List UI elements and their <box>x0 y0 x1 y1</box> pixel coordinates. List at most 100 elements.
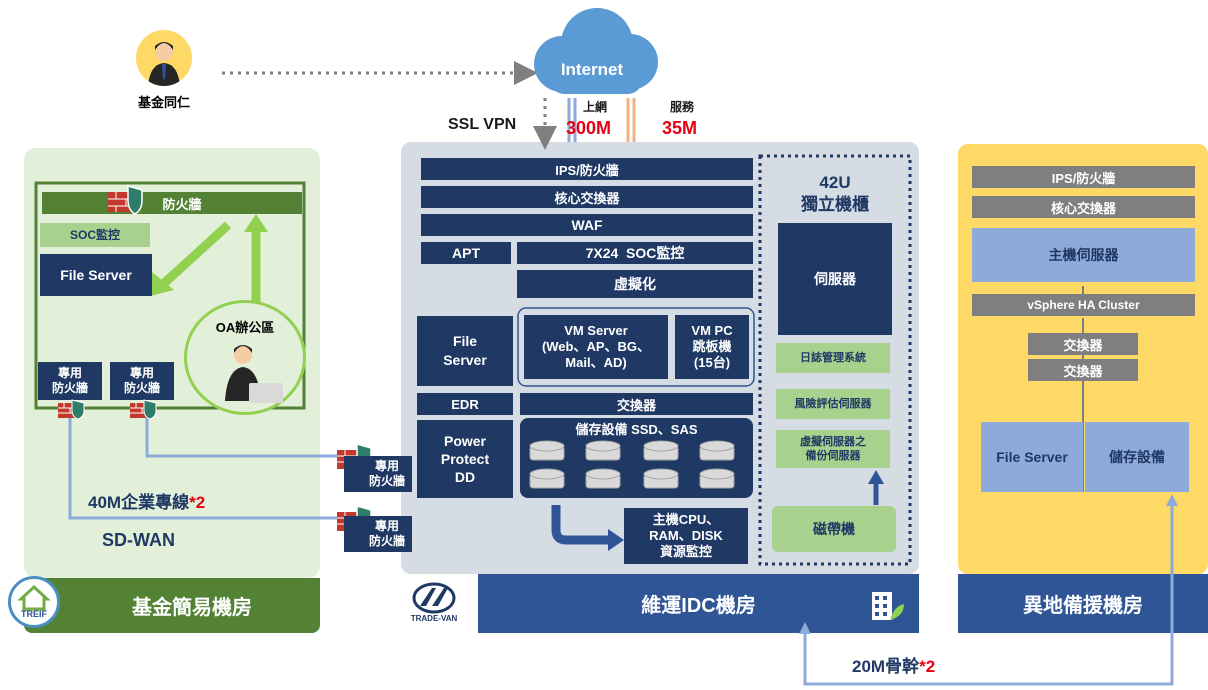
rack-tape-box: 磁帶機 <box>772 506 896 552</box>
idc-monitor-box: 主機CPU、 RAM、DISK 資源監控 <box>624 508 748 564</box>
dr-storage-label: 儲存設備 <box>1109 449 1165 465</box>
person-icon <box>148 42 180 86</box>
backbone-label: 20M骨幹*2 <box>852 652 935 677</box>
dr-storage-box: 儲存設備 <box>1085 422 1189 492</box>
service-label: 服務 <box>669 100 694 114</box>
dr-host-server-label: 主機伺服器 <box>1048 247 1119 263</box>
mid-dedicated-fw-b-label: 專用 防火牆 <box>368 519 405 548</box>
internet-label: Internet <box>560 60 624 79</box>
oa-label: OA辦公區 <box>215 320 275 335</box>
rack-backup-server: 虛擬伺服器之 備份伺服器 <box>776 430 890 468</box>
dr-switch-2: 交換器 <box>1028 359 1138 381</box>
idc-vm-server-label: VM Server (Web、AP、BG、 Mail、AD) <box>541 323 651 370</box>
leased-line-label: 40M企業專線*2 <box>88 488 205 513</box>
dr-footer: 異地備援機房 <box>958 574 1208 633</box>
oa-office-circle: OA辦公區 <box>184 300 306 415</box>
building-icon <box>866 584 906 624</box>
idc-monitor-label: 主機CPU、 RAM、DISK 資源監控 <box>649 512 723 559</box>
idc-virtualization-box: 虛擬化 <box>517 270 753 298</box>
treif-logo-text: TREIF <box>21 609 47 619</box>
firewall-icon <box>108 185 143 215</box>
ssl-vpn-label: SSL VPN <box>448 116 517 133</box>
leased-line-text: 40M企業專線 <box>88 493 190 512</box>
rack-title: 42U 獨立機櫃 <box>801 173 869 214</box>
left-fw-icon-1 <box>58 398 88 420</box>
idc-soc-label: 7X24 SOC監控 <box>585 245 685 261</box>
internet-cloud: Internet <box>522 6 662 98</box>
idc-core-switch-bar: 核心交換器 <box>421 186 753 208</box>
idc-ips-bar: IPS/防火牆 <box>421 158 753 180</box>
dr-switch-1-label: 交換器 <box>1063 337 1103 353</box>
left-soc-box: SOC監控 <box>40 223 150 247</box>
idc-waf-bar: WAF <box>421 214 753 236</box>
firewall-icon <box>130 399 157 420</box>
left-firewall-label: 防火牆 <box>162 196 202 212</box>
dr-ips-label: IPS/防火牆 <box>1051 170 1116 186</box>
backbone-mult: *2 <box>919 657 936 676</box>
dr-switch-2-label: 交換器 <box>1063 363 1103 379</box>
disk-array-icon <box>529 440 735 489</box>
idc-vm-pc-box: VM PC 跳板機 (15台) <box>675 315 749 379</box>
idc-vm-server-box: VM Server (Web、AP、BG、 Mail、AD) <box>524 315 668 379</box>
office-worker-icon <box>225 345 283 403</box>
backbone-text: 20M骨幹 <box>852 657 920 676</box>
service-value: 35M <box>662 118 698 138</box>
tradevan-logo-icon <box>412 582 456 614</box>
mid-dedicated-fw-b: 專用 防火牆 <box>344 516 412 552</box>
dr-core-switch-label: 核心交換器 <box>1050 200 1116 216</box>
dr-host-server-box: 主機伺服器 <box>972 228 1195 282</box>
uplink-value: 300M <box>566 118 612 138</box>
left-firewall-icon <box>106 184 146 216</box>
idc-edr-label: EDR <box>451 396 479 412</box>
left-fw-icon-2 <box>130 398 160 420</box>
treif-logo: TREIF <box>8 576 60 628</box>
rack-server-label: 伺服器 <box>814 271 856 287</box>
tradevan-logo-text: TRADE-VAN <box>410 614 458 623</box>
dr-core-switch-bar: 核心交換器 <box>972 196 1195 218</box>
building-eco-icon <box>872 592 904 620</box>
dr-vsphere-bar: vSphere HA Cluster <box>972 294 1195 316</box>
firewall-icon <box>58 399 85 420</box>
idc-edr-box: EDR <box>417 393 513 415</box>
rack-tape-label: 磁帶機 <box>813 521 855 537</box>
left-room-footer: 基金簡易機房 <box>24 578 320 633</box>
idc-file-server-label: File Server <box>443 333 487 368</box>
rack-backup-server-label: 虛擬伺服器之 備份伺服器 <box>800 436 866 462</box>
left-room-title: 基金簡易機房 <box>132 597 252 619</box>
idc-switch-label: 交換器 <box>616 397 656 413</box>
idc-storage-label: 儲存設備 SSD、SAS <box>575 422 698 437</box>
idc-apt-label: APT <box>452 245 480 261</box>
cloud-icon <box>534 8 658 94</box>
idc-vm-pc-label: VM PC 跳板機 (15台) <box>691 323 733 370</box>
rack-risk-server: 風險評估伺服器 <box>776 389 890 419</box>
mid-dedicated-fw-a: 專用 防火牆 <box>344 456 412 492</box>
idc-waf-label: WAF <box>571 217 603 233</box>
idc-apt-box: APT <box>421 242 511 264</box>
idc-title: 維運IDC機房 <box>641 595 756 617</box>
dr-switch-1: 交換器 <box>1028 333 1138 355</box>
dr-title: 異地備援機房 <box>1023 595 1143 617</box>
left-dedicated-fw-1-label: 專用 防火牆 <box>51 366 88 395</box>
tradevan-logo: TRADE-VAN <box>404 580 464 626</box>
mid-dedicated-fw-a-label: 專用 防火牆 <box>368 459 405 488</box>
left-dedicated-fw-2: 專用 防火牆 <box>110 362 174 400</box>
idc-soc-box: 7X24 SOC監控 <box>517 242 753 264</box>
rack-log-system: 日誌管理系統 <box>776 343 890 373</box>
idc-virtualization-label: 虛擬化 <box>614 276 656 292</box>
left-file-server-label: File Server <box>60 267 132 283</box>
idc-file-server-box: File Server <box>417 316 513 386</box>
idc-ips-label: IPS/防火牆 <box>555 162 619 178</box>
rack-log-system-label: 日誌管理系統 <box>800 352 866 364</box>
left-dedicated-fw-1: 專用 防火牆 <box>38 362 102 400</box>
user-avatar <box>136 30 192 86</box>
left-firewall-bar: 防火牆 <box>42 192 302 214</box>
leased-line-mult: *2 <box>189 493 206 512</box>
left-dedicated-fw-2-label: 專用 防火牆 <box>123 366 160 395</box>
rack-server-box: 伺服器 <box>778 223 892 335</box>
idc-core-switch-label: 核心交換器 <box>554 190 620 206</box>
dr-vsphere-label: vSphere HA Cluster <box>1027 298 1140 312</box>
left-soc-label: SOC監控 <box>69 228 120 242</box>
rack-risk-server-label: 風險評估伺服器 <box>794 398 872 410</box>
idc-power-protect-box: Power Protect DD <box>417 420 513 498</box>
uplink-label: 上網 <box>582 100 607 114</box>
